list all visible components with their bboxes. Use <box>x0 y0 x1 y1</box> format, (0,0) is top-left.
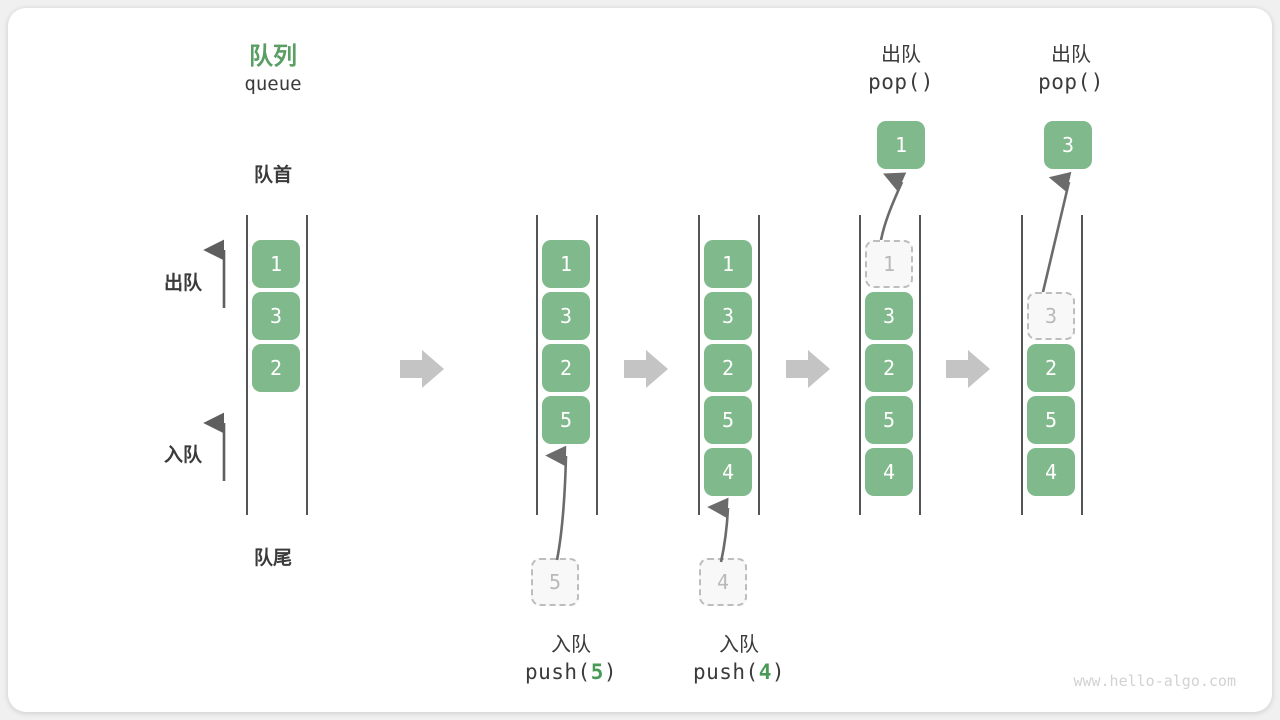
diagram-card: 队列 queue 队首 队尾 出队 入队 1 3 2 <box>8 8 1272 712</box>
queue-rail-right-2 <box>596 215 598 515</box>
queue-cell-removed: 3 <box>1027 292 1075 340</box>
pop-caption-cn-1: 出队 <box>881 44 921 66</box>
queue-cell: 5 <box>1027 396 1075 444</box>
queue-cell: 5 <box>704 396 752 444</box>
step-arrow-icon <box>624 350 668 388</box>
push-caption-code-5: push(5) <box>496 660 646 684</box>
queue-rail-left-3 <box>698 215 700 515</box>
queue-rail-left-4 <box>859 215 861 515</box>
code-suffix: ) <box>771 660 786 684</box>
push-arrow-5 <box>545 445 568 561</box>
dequeue-arrow-up <box>203 239 226 308</box>
code-prefix: push( <box>692 660 759 684</box>
queue-cell-new: 4 <box>704 448 752 496</box>
pop-caption-code-3: pop() <box>1038 70 1104 94</box>
queue-tail-label: 队尾 <box>253 548 292 569</box>
enqueue-arrow-up <box>203 412 226 481</box>
queue-title-cn: 队列 <box>249 43 297 70</box>
queue-rail-right-1 <box>306 215 308 515</box>
push-caption-cn-4: 入队 <box>719 634 759 656</box>
incoming-element-ghost: 5 <box>531 558 579 606</box>
queue-cell: 5 <box>865 396 913 444</box>
push-arrow-4 <box>707 497 730 563</box>
queue-cell-removed: 1 <box>865 240 913 288</box>
step-arrow-icon <box>400 350 444 388</box>
queue-cell: 2 <box>252 344 300 392</box>
pop-caption-cn-3: 出队 <box>1051 44 1091 66</box>
enqueue-label-left: 入队 <box>163 445 202 466</box>
pop-caption-code-1: pop() <box>868 70 934 94</box>
queue-cell: 2 <box>865 344 913 392</box>
code-prefix: push( <box>524 660 591 684</box>
queue-rail-left-5 <box>1021 215 1023 515</box>
queue-cell: 3 <box>252 292 300 340</box>
popped-element-1: 1 <box>877 121 925 169</box>
queue-cell: 3 <box>865 292 913 340</box>
queue-cell-new: 5 <box>542 396 590 444</box>
queue-title-en: queue <box>244 73 302 95</box>
queue-cell: 2 <box>542 344 590 392</box>
queue-rail-right-5 <box>1081 215 1083 515</box>
push-caption-code-4: push(4) <box>664 660 814 684</box>
popped-element-3: 3 <box>1044 121 1092 169</box>
queue-cell: 1 <box>252 240 300 288</box>
dequeue-label-left: 出队 <box>163 273 202 294</box>
queue-cell: 2 <box>1027 344 1075 392</box>
queue-cell: 3 <box>704 292 752 340</box>
watermark: www.hello-algo.com <box>1073 672 1236 690</box>
queue-cell: 1 <box>704 240 752 288</box>
queue-cell: 1 <box>542 240 590 288</box>
pop-arrow-1 <box>879 172 907 241</box>
code-suffix: ) <box>603 660 618 684</box>
queue-cell: 3 <box>542 292 590 340</box>
code-value: 4 <box>758 660 772 684</box>
push-caption-cn-5: 入队 <box>551 634 591 656</box>
queue-rail-right-4 <box>919 215 921 515</box>
queue-cell: 4 <box>865 448 913 496</box>
incoming-element-ghost: 4 <box>699 558 747 606</box>
queue-head-label: 队首 <box>253 165 292 186</box>
queue-rail-left-1 <box>246 215 248 515</box>
queue-cell: 4 <box>1027 448 1075 496</box>
pop-arrow-3 <box>1041 171 1072 293</box>
step-arrow-icon <box>946 350 990 388</box>
code-value: 5 <box>590 660 604 684</box>
queue-rail-right-3 <box>758 215 760 515</box>
step-arrow-icon <box>786 350 830 388</box>
queue-cell: 2 <box>704 344 752 392</box>
queue-rail-left-2 <box>536 215 538 515</box>
